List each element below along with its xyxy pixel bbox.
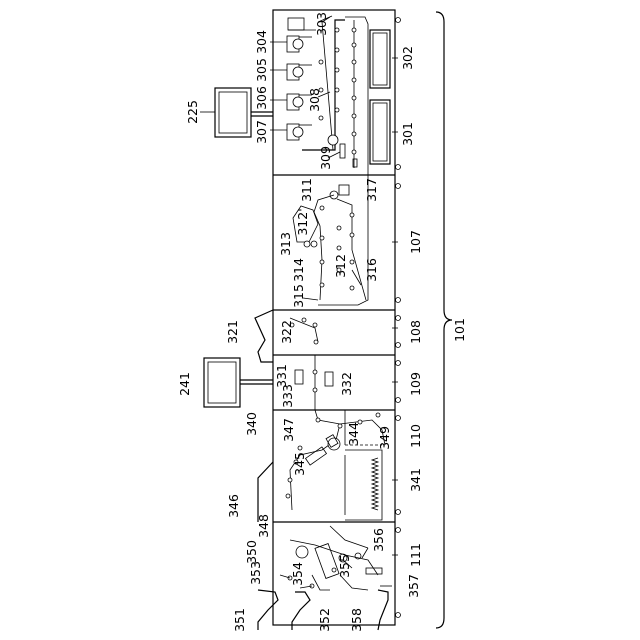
label-316: 316	[364, 258, 379, 282]
label-349: 349	[377, 426, 392, 450]
casters	[396, 18, 401, 618]
label-108: 108	[408, 320, 423, 344]
label-340: 340	[244, 412, 259, 436]
label-312: 312	[333, 254, 348, 278]
print-engine-section	[270, 16, 398, 175]
label-317: 317	[364, 178, 379, 202]
label-345: 345	[292, 452, 307, 476]
label-357: 357	[406, 574, 421, 598]
label-358: 358	[349, 608, 364, 632]
label-301: 301	[400, 122, 415, 146]
label-333: 333	[280, 384, 295, 408]
label-311: 311	[299, 178, 314, 202]
label-110: 110	[408, 424, 423, 448]
label-107: 107	[408, 230, 423, 254]
label-225: 225	[185, 100, 200, 124]
label-347: 347	[281, 418, 296, 442]
label-307: 307	[254, 120, 269, 144]
label-344: 344	[346, 422, 361, 446]
label-303: 303	[314, 12, 329, 36]
label-346: 346	[226, 494, 241, 518]
label-101: 101	[452, 318, 467, 342]
label-111: 111	[408, 543, 423, 567]
label-355: 355	[337, 554, 352, 578]
system-brace	[436, 12, 452, 628]
operation-panel-241	[204, 358, 273, 407]
label-348: 348	[256, 514, 271, 538]
label-314: 314	[291, 258, 306, 282]
label-241: 241	[177, 372, 192, 396]
label-315: 315	[291, 284, 306, 308]
label-332: 332	[339, 372, 354, 396]
label-308: 308	[307, 88, 322, 112]
label-353: 353	[248, 561, 263, 585]
label-313: 313	[278, 232, 293, 256]
label-304: 304	[254, 30, 269, 54]
label-302: 302	[400, 46, 415, 70]
label-350: 350	[244, 540, 259, 564]
stacker-108	[255, 310, 398, 362]
label-351: 351	[232, 608, 247, 632]
label-354: 354	[290, 562, 305, 586]
label-305: 305	[254, 58, 269, 82]
label-356: 356	[371, 528, 386, 552]
label-352: 352	[317, 608, 332, 632]
label-306: 306	[254, 86, 269, 110]
label-341: 341	[408, 468, 423, 492]
reference-labels: 101 107 108 109 110 111 225 241 301 302 …	[177, 12, 467, 632]
label-321: 321	[225, 320, 240, 344]
label-309: 309	[318, 146, 333, 170]
label-109: 109	[408, 372, 423, 396]
label-322: 322	[279, 320, 294, 344]
label-312-prime: 312'	[295, 208, 310, 235]
